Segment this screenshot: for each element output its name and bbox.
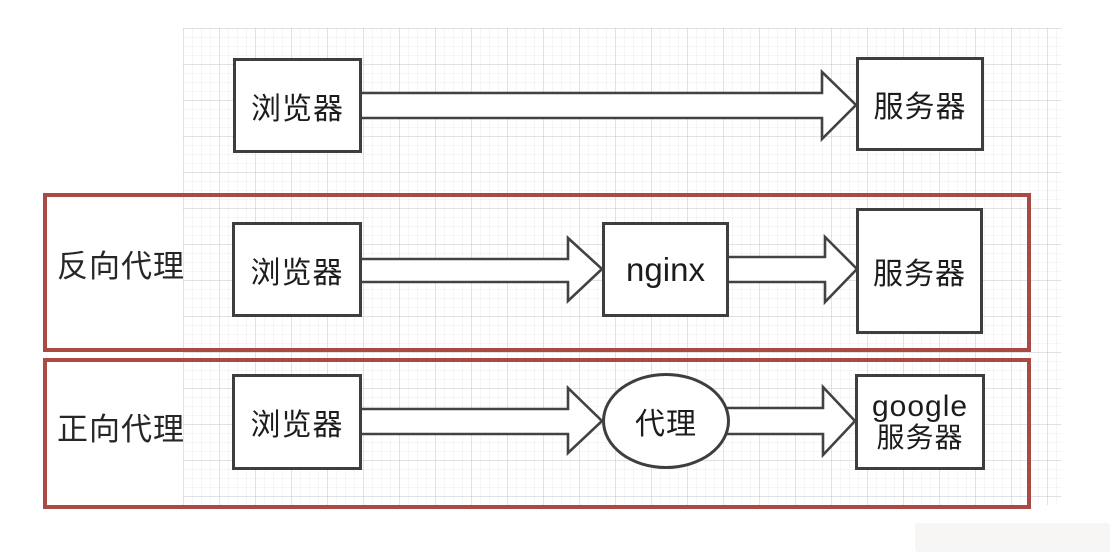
node-google-server: google 服务器: [855, 374, 985, 470]
node-nginx-label: nginx: [626, 250, 705, 288]
node-server-reverse: 服务器: [856, 208, 983, 334]
group-label-forward-proxy: 正向代理: [57, 412, 185, 447]
node-proxy-label: 代理: [635, 408, 697, 441]
node-server-reverse-label: 服务器: [873, 258, 966, 291]
node-browser-forward-label: 浏览器: [250, 409, 344, 442]
node-server-direct: 服务器: [856, 57, 984, 151]
node-browser-direct-label: 浏览器: [251, 92, 344, 126]
node-proxy-ellipse: 代理: [602, 373, 730, 469]
node-browser-reverse: 浏览器: [232, 222, 362, 317]
arrow-forward-proxy-to-server: [718, 383, 857, 459]
watermark-area: [915, 523, 1110, 552]
arrow-forward-browser-to-proxy: [358, 384, 604, 457]
arrow-reverse-nginx-to-server: [725, 233, 859, 306]
node-browser-forward: 浏览器: [232, 374, 362, 470]
arrow-direct-browser-to-server: [358, 68, 858, 143]
arrow-reverse-browser-to-nginx: [358, 235, 604, 305]
node-server-direct-label: 服务器: [873, 91, 967, 124]
node-google-server-label-line2: 服务器: [876, 422, 964, 454]
node-browser-reverse-label: 浏览器: [250, 256, 344, 290]
node-google-server-label: google 服务器: [871, 389, 969, 454]
node-nginx: nginx: [602, 222, 729, 317]
node-google-server-label-line1: google: [871, 389, 969, 423]
group-label-reverse-proxy: 反向代理: [57, 249, 185, 284]
group-forward-proxy: [43, 358, 1031, 509]
node-browser-direct: 浏览器: [233, 58, 362, 153]
group-reverse-proxy: [43, 193, 1031, 352]
